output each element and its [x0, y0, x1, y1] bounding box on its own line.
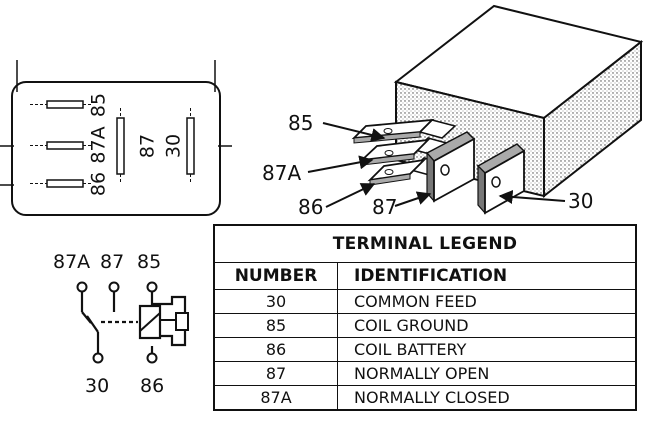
coil-symbol: [138, 304, 189, 340]
leader-arrow: [322, 122, 386, 142]
legend-number-cell: 85: [213, 313, 338, 338]
schematic-terminal: [76, 281, 88, 293]
schematic-wiring: [80, 292, 187, 353]
relay-3d-view: 85 87A 86 87 30: [262, 4, 644, 219]
schematic-terminal: [108, 281, 120, 293]
legend-number-cell: 30: [213, 289, 338, 314]
face-label-30: 30: [163, 134, 185, 158]
legend-title: TERMINAL LEGEND: [213, 224, 637, 263]
relay-label-85: 85: [288, 111, 313, 135]
schematic-label-30: 30: [85, 375, 109, 397]
relay-pin: [425, 131, 476, 203]
face-label-87a: 87A: [88, 126, 110, 163]
legend-identification-cell: COMMON FEED: [337, 289, 637, 314]
legend-header-number: NUMBER: [213, 262, 338, 290]
face-slot: [30, 179, 92, 188]
table-row: 87A NORMALLY CLOSED: [213, 385, 637, 411]
face-slot: [186, 108, 195, 184]
table-row: 30 COMMON FEED: [213, 289, 637, 314]
leader-arrow: [325, 183, 376, 208]
legend-header-row: NUMBER IDENTIFICATION: [213, 262, 637, 290]
face-label-87: 87: [137, 134, 159, 158]
legend-number-cell: 86: [213, 337, 338, 362]
legend-identification-cell: NORMALLY CLOSED: [337, 385, 637, 411]
terminal-legend-table: TERMINAL LEGEND NUMBER IDENTIFICATION 30…: [213, 224, 637, 411]
schematic-label-86: 86: [140, 375, 164, 397]
relay-label-87a: 87A: [262, 161, 301, 185]
table-row: 87 NORMALLY OPEN: [213, 361, 637, 386]
leader-arrow: [498, 189, 566, 204]
legend-number-cell: 87A: [213, 385, 338, 411]
schematic-label-87: 87: [100, 251, 124, 273]
table-row: 85 COIL GROUND: [213, 313, 637, 338]
legend-number-cell: 87: [213, 361, 338, 386]
face-slot: [30, 141, 92, 150]
relay-schematic: 87A 87 85 30 86: [53, 251, 189, 397]
relay-pin: [476, 143, 526, 215]
schematic-terminal: [146, 352, 158, 364]
face-slot: [30, 100, 92, 109]
legend-identification-cell: NORMALLY OPEN: [337, 361, 637, 386]
schematic-terminal: [92, 352, 104, 364]
legend-identification-cell: COIL GROUND: [337, 313, 637, 338]
face-slot: [116, 108, 125, 184]
relay-pin: [351, 118, 457, 144]
leader-arrow: [394, 191, 432, 207]
legend-header-identification: IDENTIFICATION: [337, 262, 637, 290]
relay-label-86: 86: [298, 195, 323, 219]
relay-label-87: 87: [372, 195, 397, 219]
relay-label-30: 30: [568, 189, 593, 213]
schematic-label-85: 85: [137, 251, 161, 273]
schematic-terminal: [146, 281, 158, 293]
relay-face-view: 85 87A 86 87 30: [0, 60, 232, 216]
schematic-label-87a: 87A: [53, 251, 90, 273]
legend-title-row: TERMINAL LEGEND: [213, 224, 637, 263]
face-label-85: 85: [88, 93, 110, 117]
legend-identification-cell: COIL BATTERY: [337, 337, 637, 362]
leader-arrow: [307, 155, 374, 173]
table-row: 86 COIL BATTERY: [213, 337, 637, 362]
face-label-86: 86: [88, 172, 110, 196]
